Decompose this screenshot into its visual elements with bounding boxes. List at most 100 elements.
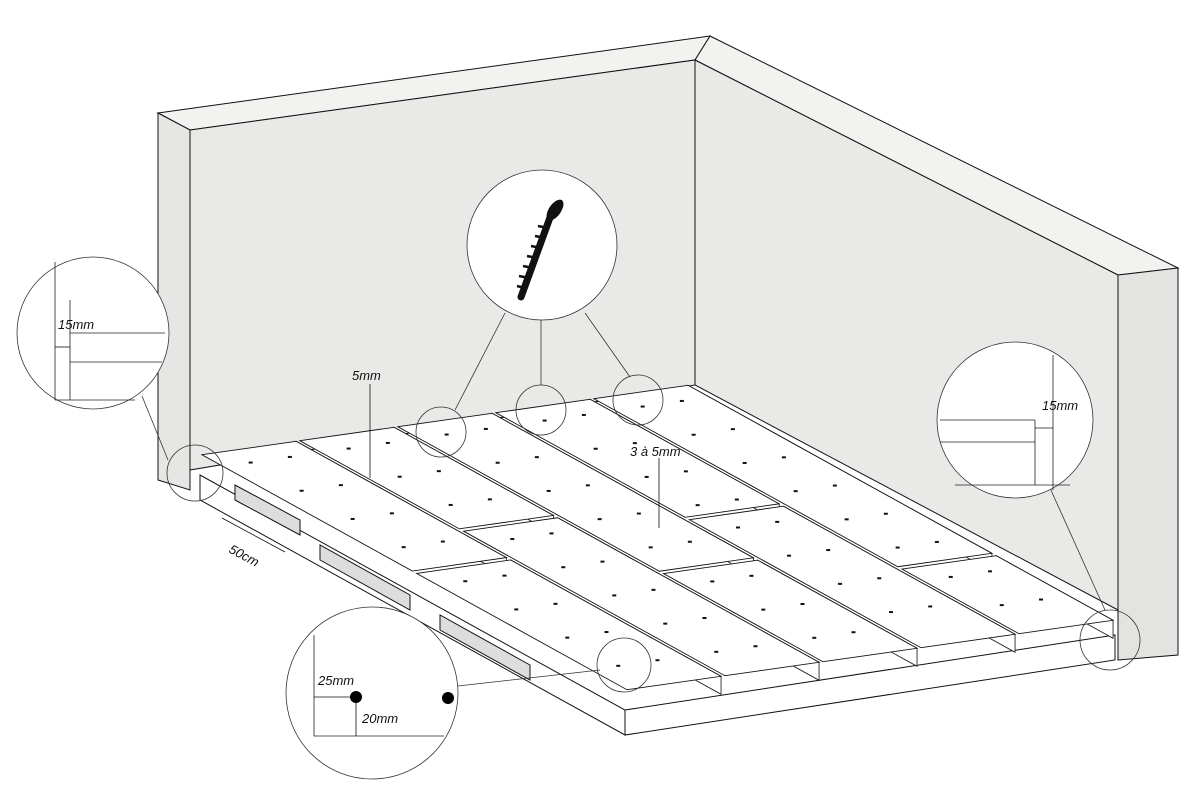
screw-hole — [695, 504, 700, 507]
screw-hole — [338, 484, 343, 487]
screw-hole — [883, 512, 888, 515]
screw-hole — [781, 456, 786, 459]
screw-hole — [553, 602, 558, 605]
screw-hole — [761, 608, 766, 611]
screw-hole — [679, 399, 684, 402]
screw-hole — [877, 577, 882, 580]
screw-hole — [832, 484, 837, 487]
screw-hole — [542, 419, 547, 422]
screw-hole — [600, 560, 605, 563]
screw-hole — [928, 605, 933, 608]
screw-hole — [775, 520, 780, 523]
screw-hole — [440, 540, 445, 543]
deck-boards — [200, 384, 1115, 695]
screw-hole — [838, 582, 843, 585]
screw-hole — [1038, 598, 1043, 601]
screw-hole — [397, 475, 402, 478]
screw-hole — [687, 540, 692, 543]
screw-hole — [895, 546, 900, 549]
screw-hole — [851, 631, 856, 634]
pallet-base — [199, 474, 1116, 736]
screw-hole — [663, 622, 668, 625]
joist-spacing-label: 50cm — [227, 541, 262, 569]
screw-hole — [612, 594, 617, 597]
screw-hole — [248, 461, 253, 464]
detail-marker-screw-3 — [612, 374, 664, 426]
screw-hole — [987, 570, 992, 573]
screw-hole — [549, 532, 554, 535]
deck-board — [687, 505, 1017, 649]
screw-hole — [593, 447, 598, 450]
screw-hole — [736, 526, 741, 529]
screw-hole — [514, 608, 519, 611]
screw-hole — [800, 603, 805, 606]
screw-hole — [597, 518, 602, 521]
detail-screw — [466, 169, 618, 321]
screw-hole — [999, 604, 1004, 607]
screw-hole — [714, 650, 719, 653]
detail-marker-screw-1 — [415, 406, 467, 458]
screw-hole — [350, 517, 355, 520]
deck-board — [462, 517, 821, 677]
deck-board — [494, 398, 781, 518]
deck-board — [592, 384, 994, 568]
detail-left-wall-gap: 15mm — [16, 256, 170, 410]
screw-hole — [651, 588, 656, 591]
screw-hole — [581, 413, 586, 416]
screw-hole — [734, 498, 739, 501]
screw-hole — [742, 461, 747, 464]
screw-hole — [299, 489, 304, 492]
screw-hole — [389, 512, 394, 515]
screw-hole — [565, 636, 570, 639]
screw-hole — [691, 433, 696, 436]
left-gap-label: 15mm — [58, 317, 94, 332]
deck-board — [200, 440, 508, 572]
screw-edge-y-label: 20mm — [361, 711, 398, 726]
screw-hole — [510, 538, 515, 541]
screw-hole — [636, 512, 641, 515]
screw-hole — [683, 470, 688, 473]
screw-hole — [436, 470, 441, 473]
screw-edge-x-label: 25mm — [317, 673, 354, 688]
screw-hole — [826, 549, 831, 552]
deck-board — [662, 559, 919, 663]
screw-hole — [287, 455, 292, 458]
right-gap-label: 15mm — [1042, 398, 1078, 413]
screw-hole — [844, 518, 849, 521]
screw-hole — [640, 405, 645, 408]
screw-hole — [616, 664, 621, 667]
screw-hole — [812, 636, 817, 639]
screw-hole — [534, 456, 539, 459]
screw-hole — [644, 475, 649, 478]
screw-hole — [561, 566, 566, 569]
screw-hole — [585, 484, 590, 487]
callout-circles — [141, 312, 1141, 693]
screw-hole — [502, 574, 507, 577]
left-wall — [156, 35, 711, 491]
screw-hole — [401, 546, 406, 549]
screw-hole — [749, 574, 754, 577]
deck-board — [298, 426, 555, 530]
detail-marker-left-gap — [166, 444, 224, 502]
detail-marker-screw-position — [596, 637, 652, 693]
screw-hole — [655, 659, 660, 662]
detail-screw-position: 25mm 20mm — [285, 606, 459, 780]
deck-board — [415, 559, 723, 691]
screw-hole — [604, 631, 609, 634]
screw-hole — [710, 580, 715, 583]
screw-hole — [463, 580, 468, 583]
screw-hole — [385, 441, 390, 444]
screw-hole — [948, 575, 953, 578]
screw-hole — [487, 498, 492, 501]
screw-hole — [889, 611, 894, 614]
screw-hole — [730, 428, 735, 431]
screw-hole — [495, 461, 500, 464]
screw-hole — [702, 617, 707, 620]
screw-hole — [483, 427, 488, 430]
screw-hole — [346, 447, 351, 450]
screw-icon — [516, 199, 564, 301]
screw-hole — [753, 645, 758, 648]
detail-right-wall-gap: 15mm — [936, 341, 1094, 499]
